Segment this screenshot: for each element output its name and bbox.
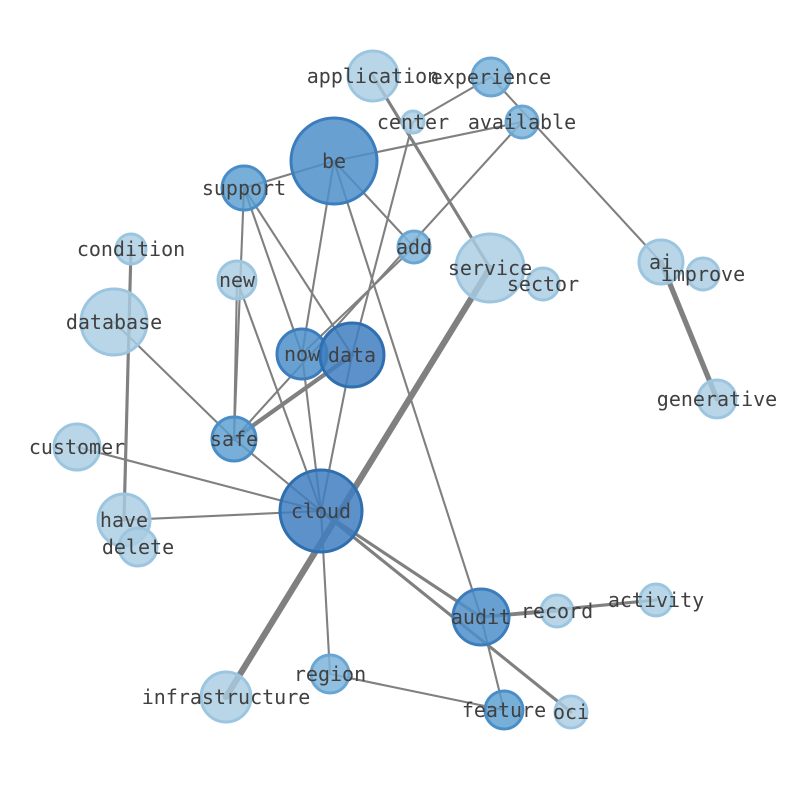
node-customer (52, 422, 102, 472)
edge-service-infrastructure (222, 264, 494, 701)
node-label-data: data (328, 343, 376, 367)
node-label-audit: audit (451, 605, 511, 629)
node-label-safe: safe (210, 427, 258, 451)
edge-center-data (350, 120, 415, 357)
node-label-sector: sector (507, 272, 579, 296)
edge-cloud-oci (319, 509, 573, 714)
node-ai (637, 238, 685, 286)
node-support (220, 164, 268, 212)
node-label-generative: generative (657, 387, 777, 411)
node-improve (685, 256, 721, 292)
node-experience (470, 56, 512, 98)
node-database (79, 287, 149, 357)
node-condition (114, 232, 148, 266)
edge-new-safe (232, 278, 239, 441)
node-label-improve: improve (661, 262, 745, 286)
node-label-feature: feature (462, 698, 546, 722)
node-label-new: new (219, 268, 256, 292)
node-label-available: available (468, 110, 576, 134)
node-region (309, 653, 351, 695)
edges-layer (75, 74, 720, 714)
node-label-customer: customer (29, 435, 125, 459)
node-delete (117, 526, 159, 568)
node-label-condition: condition (77, 237, 185, 261)
node-label-region: region (294, 662, 366, 686)
edge-support-now (242, 186, 304, 356)
node-label-delete: delete (102, 535, 174, 559)
edge-application-service (371, 74, 492, 270)
node-label-add: add (396, 235, 432, 259)
node-label-record: record (521, 599, 593, 623)
node-activity (638, 582, 674, 618)
node-oci (553, 694, 589, 730)
node-label-have: have (100, 508, 148, 532)
node-sector (525, 266, 561, 302)
edge-be-audit (332, 159, 483, 619)
node-center (400, 109, 426, 135)
node-label-center: center (377, 110, 449, 134)
edge-ai-generative (658, 259, 720, 402)
node-be (289, 116, 379, 206)
node-feature (483, 689, 525, 731)
node-label-infrastructure: infrastructure (142, 685, 311, 709)
node-label-cloud: cloud (291, 499, 351, 523)
node-label-now: now (284, 342, 321, 366)
node-application (346, 49, 400, 103)
node-label-be: be (322, 149, 346, 173)
node-service (454, 232, 526, 304)
node-safe (210, 415, 258, 463)
node-available (504, 104, 540, 140)
nodes-layer (52, 49, 738, 731)
node-generative (696, 378, 738, 420)
node-label-application: application (307, 64, 439, 88)
node-cloud (278, 468, 364, 554)
node-infrastructure (199, 670, 253, 724)
node-record (539, 593, 575, 629)
node-data (318, 321, 386, 389)
node-label-oci: oci (553, 700, 589, 724)
node-label-experience: experience (431, 65, 551, 89)
node-label-service: service (448, 256, 532, 280)
node-label-database: database (66, 310, 162, 334)
node-label-activity: activity (608, 588, 704, 612)
edge-experience-ai (489, 75, 663, 264)
node-add (396, 229, 432, 265)
node-new (216, 259, 258, 301)
edge-region-feature (328, 672, 506, 712)
node-label-ai: ai (649, 250, 673, 274)
node-audit (451, 587, 511, 647)
node-label-support: support (202, 176, 286, 200)
